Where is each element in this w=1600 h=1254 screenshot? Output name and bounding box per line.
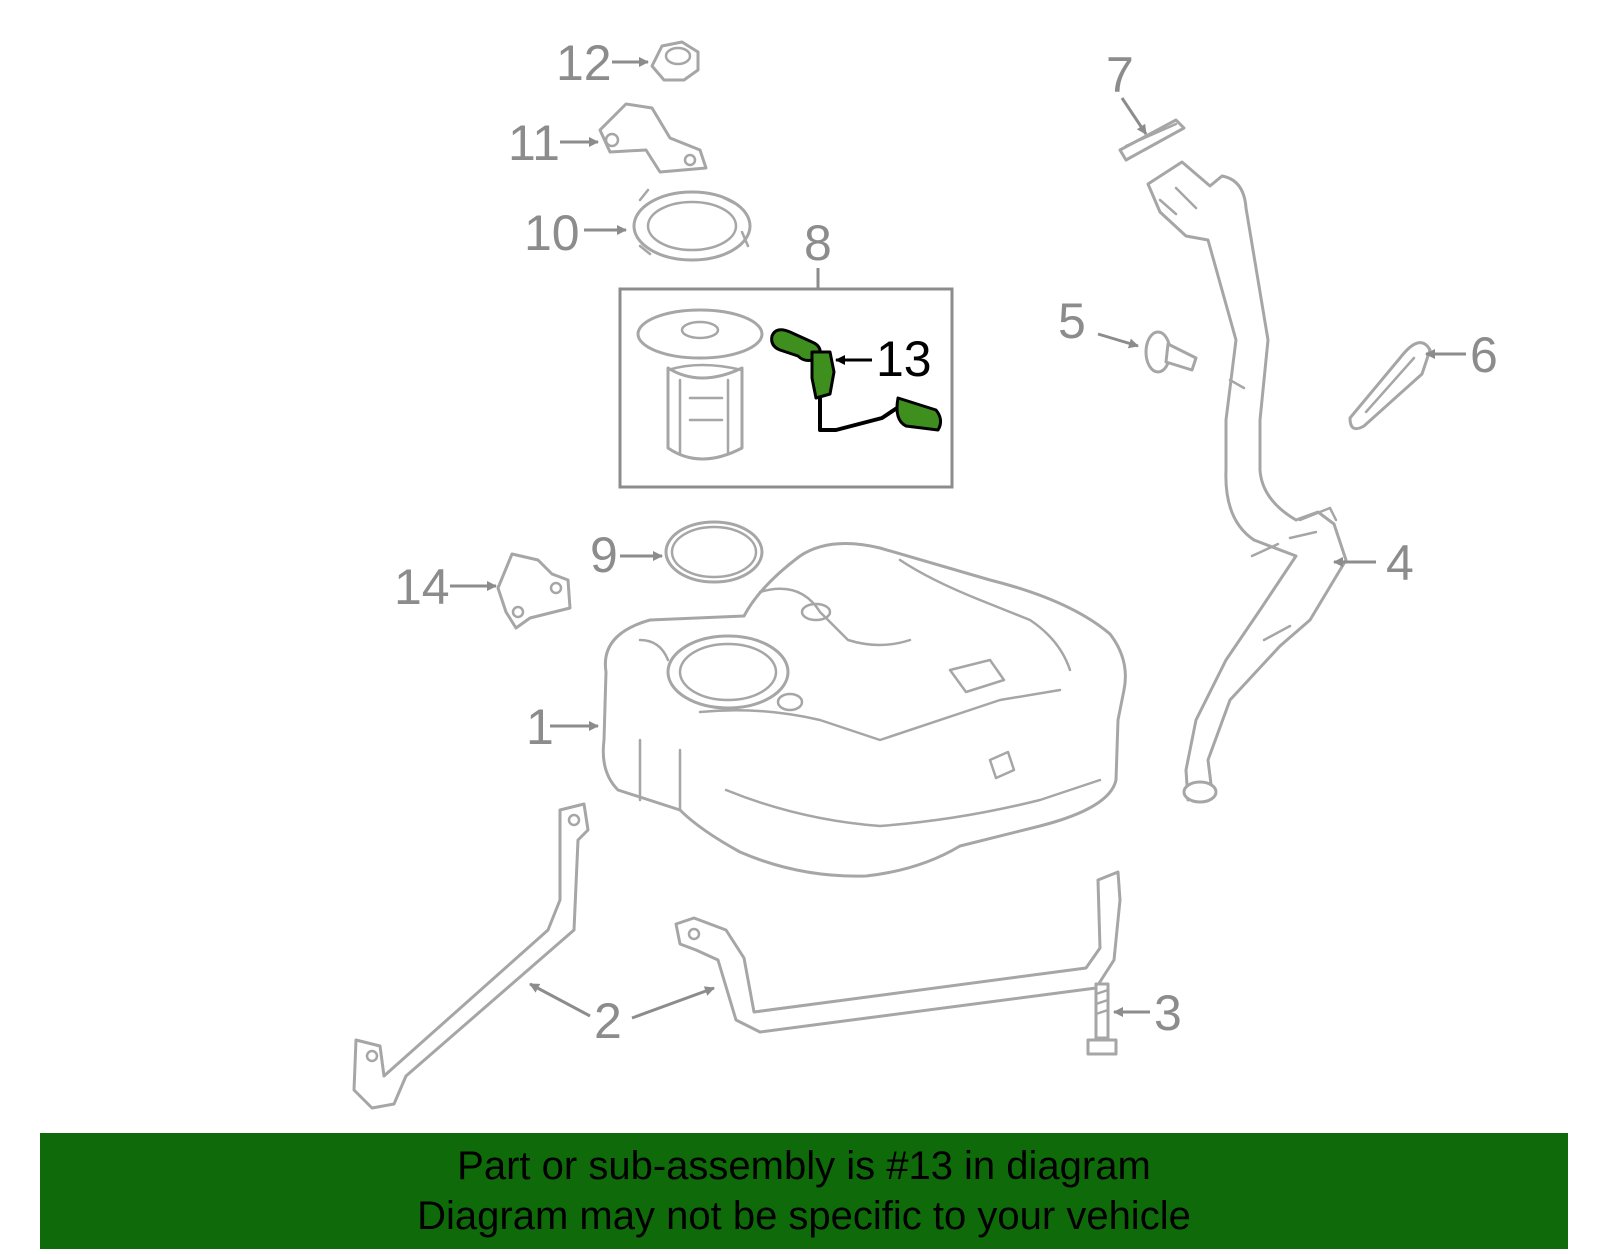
callout-6: 6 (1470, 327, 1498, 383)
part-2-tank-straps (352, 802, 1122, 1110)
banner-line-2: Diagram may not be specific to your vehi… (417, 1194, 1191, 1238)
callout-10: 10 (524, 205, 580, 261)
callout-13: 13 (876, 331, 932, 387)
part-10-lock-ring (632, 188, 752, 262)
leader-2a (529, 982, 591, 1018)
part-info-banner: Part or sub-assembly is #13 in diagram D… (40, 1133, 1568, 1249)
callout-14: 14 (394, 559, 450, 615)
leader-2b (631, 986, 715, 1020)
part-7-gasket (1118, 118, 1186, 162)
leader-5 (1097, 332, 1139, 349)
callout-5: 5 (1058, 293, 1086, 349)
leader-7 (1120, 97, 1148, 135)
callout-3: 3 (1154, 985, 1182, 1041)
callout-8: 8 (804, 215, 832, 271)
part-5-clip (1144, 330, 1198, 374)
callout-1: 1 (526, 699, 554, 755)
part-4-filler-pipe (1146, 160, 1348, 804)
part-8-fuel-pump-module (636, 308, 764, 461)
callout-9: 9 (590, 527, 618, 583)
part-12-nut (650, 40, 700, 82)
part-6-clip (1348, 341, 1432, 431)
part-3-bolt (1086, 982, 1118, 1056)
callout-11: 11 (508, 115, 560, 171)
part-11-bracket (598, 102, 708, 174)
part-13-fuel-level-sender (770, 328, 943, 432)
part-1-fuel-tank (601, 542, 1127, 878)
callout-12: 12 (556, 35, 612, 91)
part-14-bracket (496, 552, 572, 630)
part-9-seal (664, 520, 764, 584)
callout-2: 2 (594, 993, 622, 1049)
banner-line-1: Part or sub-assembly is #13 in diagram (457, 1144, 1151, 1188)
callout-7: 7 (1106, 47, 1134, 103)
callout-4: 4 (1386, 535, 1414, 591)
